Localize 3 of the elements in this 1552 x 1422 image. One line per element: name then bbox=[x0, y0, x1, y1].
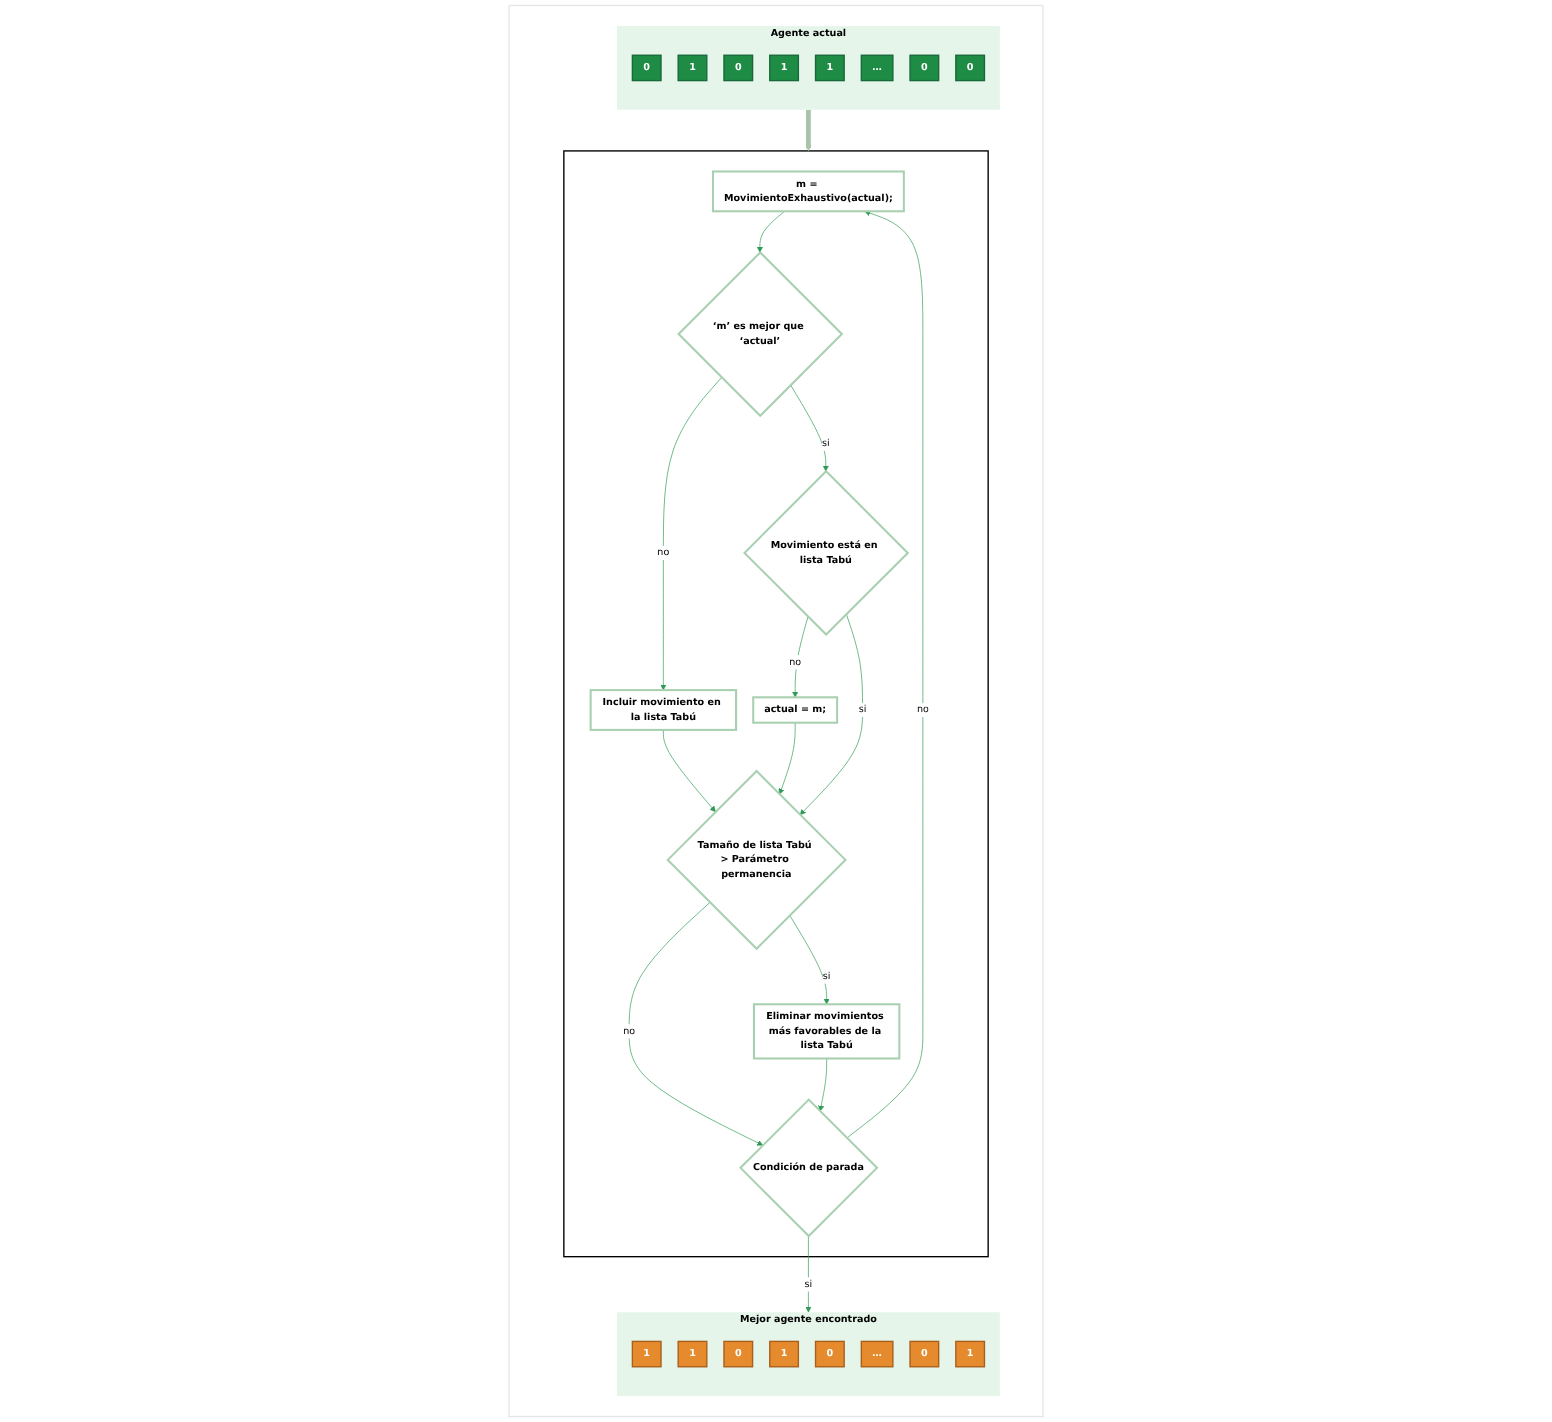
cluster bbox=[508, 4, 1044, 1418]
cluster bbox=[563, 150, 989, 1258]
arrow bbox=[805, 109, 812, 152]
